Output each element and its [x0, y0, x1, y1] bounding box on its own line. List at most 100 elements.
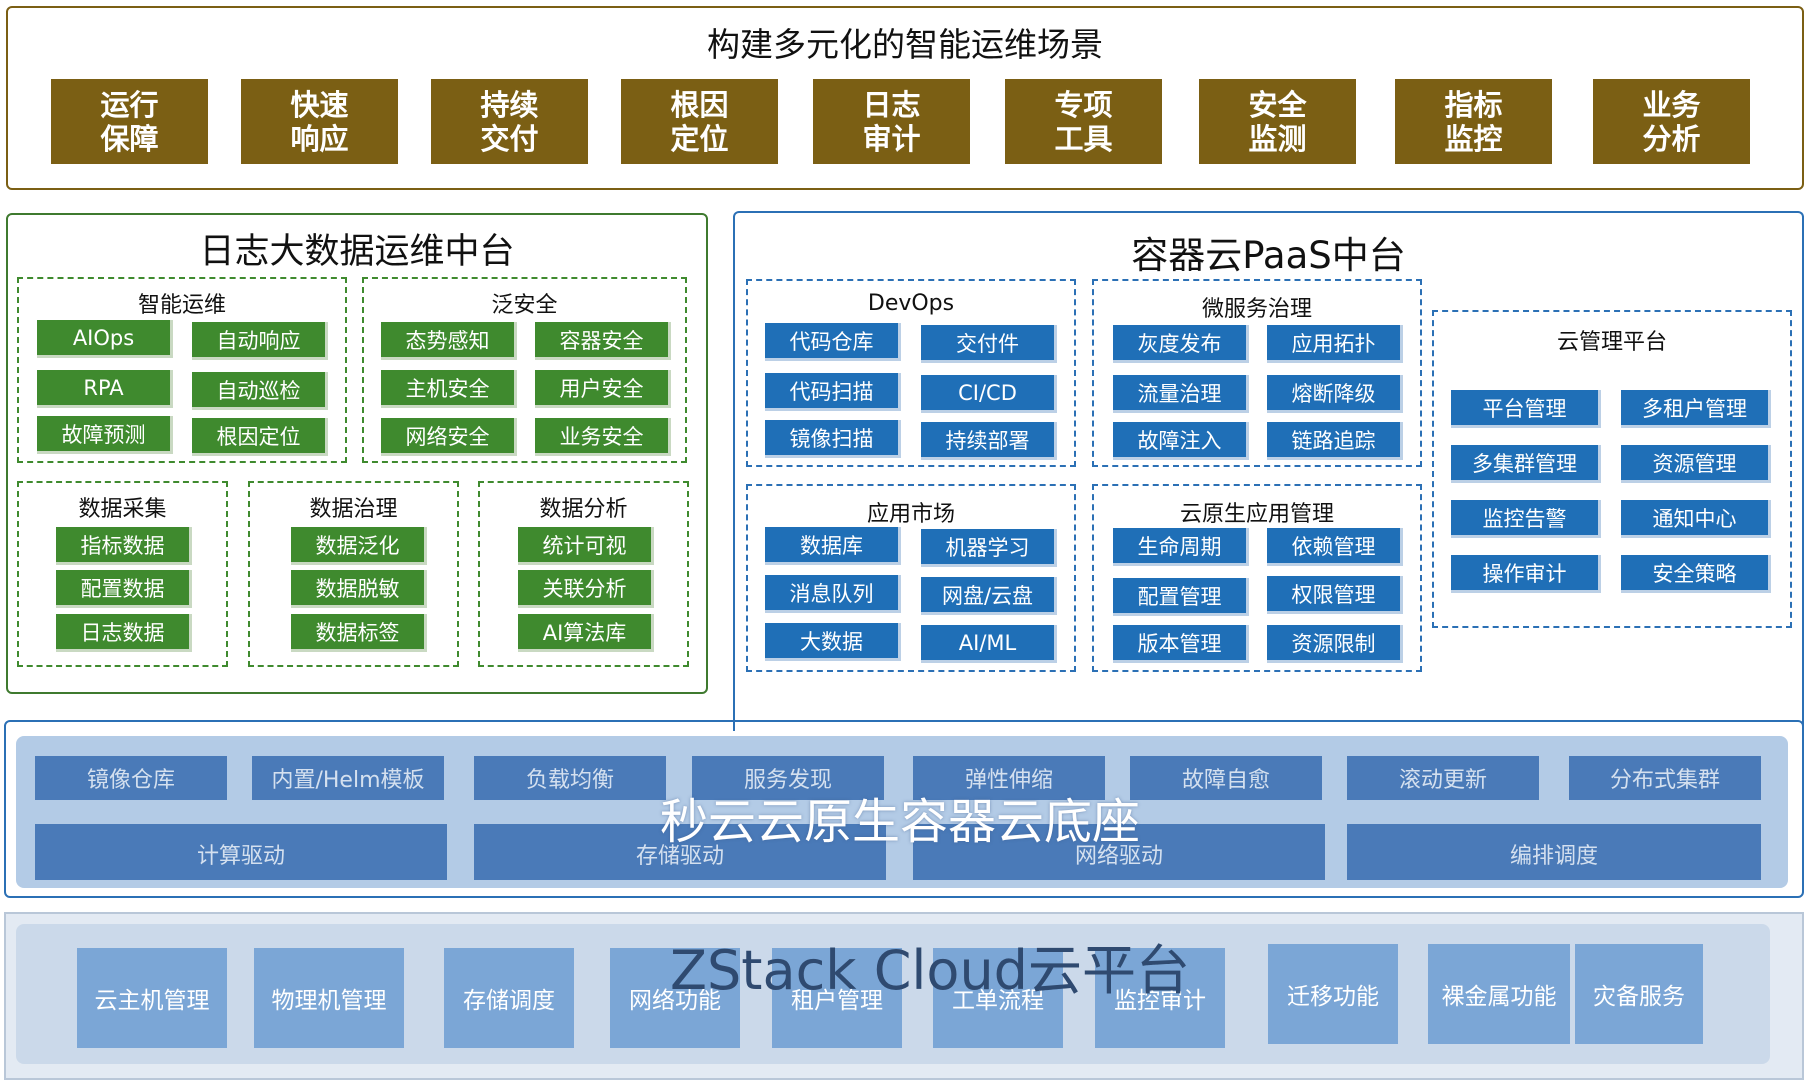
item-fault-predict[interactable]: 故障预测 — [37, 416, 173, 454]
item-notification-center[interactable]: 通知中心 — [1621, 500, 1771, 538]
item-multi-cluster[interactable]: 多集群管理 — [1451, 445, 1601, 483]
scenario-1[interactable]: 快速响应 — [241, 79, 398, 164]
item-stat-visual[interactable]: 统计可视 — [518, 527, 654, 565]
base-item-3[interactable]: 服务发现 — [692, 756, 884, 800]
item-traffic-governance[interactable]: 流量治理 — [1113, 375, 1249, 413]
scenario-8[interactable]: 业务分析 — [1593, 79, 1750, 164]
item-auto-inspect[interactable]: 自动巡检 — [192, 372, 328, 410]
base-item-6[interactable]: 滚动更新 — [1347, 756, 1539, 800]
scenario-label: 业务分析 — [1642, 88, 1700, 156]
scenario-label-line: 运行 — [100, 88, 159, 122]
item-container-security[interactable]: 容器安全 — [535, 322, 671, 360]
scenario-label-line: 持续 — [480, 88, 539, 122]
item-correlation[interactable]: 关联分析 — [518, 570, 654, 608]
item-log-data[interactable]: 日志数据 — [56, 614, 192, 652]
scenario-2[interactable]: 持续交付 — [431, 79, 588, 164]
item-platform-management[interactable]: 平台管理 — [1451, 390, 1601, 428]
zstack-item-8[interactable]: 裸金属功能 — [1428, 944, 1570, 1044]
item-code-repo[interactable]: 代码仓库 — [765, 323, 901, 361]
zstack-item-5[interactable]: 工单流程 — [933, 948, 1063, 1048]
item-machine-learning[interactable]: 机器学习 — [921, 529, 1057, 567]
item-data-generalize[interactable]: 数据泛化 — [291, 527, 427, 565]
item-dependency[interactable]: 依赖管理 — [1267, 528, 1403, 566]
item-deliverables[interactable]: 交付件 — [921, 325, 1057, 363]
item-permission[interactable]: 权限管理 — [1267, 576, 1403, 614]
item-ci-cd[interactable]: CI/CD — [921, 375, 1057, 413]
item-circuit-breaker[interactable]: 熔断降级 — [1267, 375, 1403, 413]
scenario-label-line: 安全 — [1248, 88, 1307, 122]
item-rpa[interactable]: RPA — [37, 370, 173, 408]
scenario-label-line: 定位 — [670, 122, 729, 156]
scenario-label-line: 工具 — [1054, 122, 1113, 156]
item-code-scan[interactable]: 代码扫描 — [765, 373, 901, 411]
item-ai-ml[interactable]: AI/ML — [921, 625, 1057, 663]
item-message-queue[interactable]: 消息队列 — [765, 575, 901, 613]
item-aiops[interactable]: AIOps — [37, 320, 173, 358]
scenario-label-line: 监控 — [1444, 122, 1503, 156]
item-resource-limit[interactable]: 资源限制 — [1267, 625, 1403, 663]
item-security-policy[interactable]: 安全策略 — [1621, 555, 1771, 593]
item-continuous-deploy[interactable]: 持续部署 — [921, 422, 1057, 460]
zstack-item-0[interactable]: 云主机管理 — [77, 948, 227, 1048]
group-title: DevOps — [867, 291, 955, 316]
item-data-tag[interactable]: 数据标签 — [291, 614, 427, 652]
base-item-0[interactable]: 镜像仓库 — [35, 756, 227, 800]
item-ai-algorithms[interactable]: AI算法库 — [518, 614, 654, 652]
scenario-label: 快速响应 — [290, 88, 348, 156]
scenario-7[interactable]: 指标监控 — [1395, 79, 1552, 164]
base-item-7[interactable]: 分布式集群 — [1569, 756, 1761, 800]
item-lifecycle[interactable]: 生命周期 — [1113, 528, 1249, 566]
item-network-security[interactable]: 网络安全 — [381, 418, 517, 456]
item-situation-awareness[interactable]: 态势感知 — [381, 322, 517, 360]
group-app-market: 应用市场 — [746, 484, 1076, 672]
scenario-4[interactable]: 日志审计 — [813, 79, 970, 164]
item-config-data[interactable]: 配置数据 — [56, 570, 192, 608]
scenario-label-line: 交付 — [480, 122, 539, 156]
item-multi-tenant[interactable]: 多租户管理 — [1621, 390, 1771, 428]
base-item-1[interactable]: 内置/Helm模板 — [252, 756, 444, 800]
scenario-5[interactable]: 专项工具 — [1005, 79, 1162, 164]
item-trace[interactable]: 链路追踪 — [1267, 422, 1403, 460]
group-aiops: 智能运维 — [17, 277, 347, 463]
item-operation-audit[interactable]: 操作审计 — [1451, 555, 1601, 593]
scenario-label-line: 业务 — [1642, 88, 1701, 122]
base-item-2[interactable]: 负载均衡 — [474, 756, 666, 800]
item-host-security[interactable]: 主机安全 — [381, 370, 517, 408]
zstack-item-4[interactable]: 租户管理 — [772, 948, 902, 1048]
item-business-security[interactable]: 业务安全 — [535, 418, 671, 456]
base-driver-2[interactable]: 网络驱动 — [913, 824, 1325, 880]
item-monitor-alert[interactable]: 监控告警 — [1451, 500, 1601, 538]
item-gray-release[interactable]: 灰度发布 — [1113, 325, 1249, 363]
scenario-label: 安全监测 — [1248, 88, 1306, 156]
item-auto-response[interactable]: 自动响应 — [192, 322, 328, 360]
base-driver-0[interactable]: 计算驱动 — [35, 824, 447, 880]
zstack-item-1[interactable]: 物理机管理 — [254, 948, 404, 1048]
base-driver-3[interactable]: 编排调度 — [1347, 824, 1761, 880]
zstack-item-6[interactable]: 监控审计 — [1095, 948, 1225, 1048]
group-title: 数据采集 — [78, 497, 167, 522]
zstack-item-3[interactable]: 网络功能 — [610, 948, 740, 1048]
item-version[interactable]: 版本管理 — [1113, 625, 1249, 663]
zstack-item-7[interactable]: 迁移功能 — [1268, 944, 1398, 1044]
item-database[interactable]: 数据库 — [765, 527, 901, 565]
item-user-security[interactable]: 用户安全 — [535, 370, 671, 408]
scenario-3[interactable]: 根因定位 — [621, 79, 778, 164]
item-cloud-disk[interactable]: 网盘/云盘 — [921, 577, 1057, 615]
item-root-cause[interactable]: 根因定位 — [192, 418, 328, 456]
item-app-topology[interactable]: 应用拓扑 — [1267, 325, 1403, 363]
zstack-item-2[interactable]: 存储调度 — [444, 948, 574, 1048]
item-resource-management[interactable]: 资源管理 — [1621, 445, 1771, 483]
item-big-data[interactable]: 大数据 — [765, 623, 901, 661]
base-item-4[interactable]: 弹性伸缩 — [913, 756, 1105, 800]
item-metric-data[interactable]: 指标数据 — [56, 527, 192, 565]
scenario-0[interactable]: 运行保障 — [51, 79, 208, 164]
item-image-scan[interactable]: 镜像扫描 — [765, 420, 901, 458]
item-data-mask[interactable]: 数据脱敏 — [291, 570, 427, 608]
base-item-5[interactable]: 故障自愈 — [1130, 756, 1322, 800]
zstack-item-9[interactable]: 灾备服务 — [1575, 944, 1703, 1044]
base-driver-1[interactable]: 存储驱动 — [474, 824, 886, 880]
scenario-panel-title: 构建多元化的智能运维场景 — [707, 25, 1103, 64]
item-config-management[interactable]: 配置管理 — [1113, 578, 1249, 616]
scenario-6[interactable]: 安全监测 — [1199, 79, 1356, 164]
item-fault-injection[interactable]: 故障注入 — [1113, 422, 1249, 460]
